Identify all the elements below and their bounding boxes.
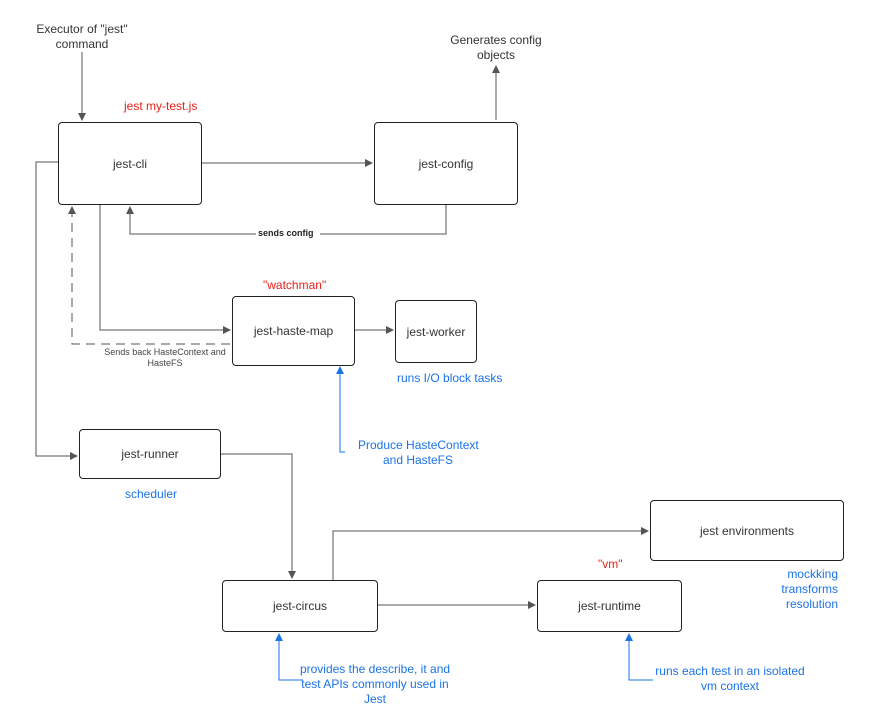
jest-cli-label: jest-cli [112,156,147,171]
vm-annotation: "vm" [598,557,623,571]
jest-runner-label: jest-runner [121,447,179,461]
env-note-2: transforms [781,582,838,596]
jest-runtime-node: jest-runtime [537,580,682,632]
sends-config-label: sends config [258,228,314,238]
watchman-annotation: "watchman" [263,278,327,292]
edge-runtime-note-to-runtime [625,633,653,681]
edge-cli-to-runner [35,161,78,460]
produce-annotation: Produce HasteContext and HasteFS [358,438,479,468]
jest-haste-map-label: jest-haste-map [253,324,334,338]
env-note-1: mockking [787,567,838,581]
sends-config-label-bg [256,227,320,241]
env-note-3: resolution [785,597,838,611]
sends-back-line-1: Sends back HasteContext and [104,347,226,357]
jest-config-label: jest-config [418,156,474,171]
jest-environments-label: jest environments [699,523,795,538]
edge-circus-note-to-circus [275,633,303,681]
circus-note-annotation: provides the describe, it and test APIs … [295,662,455,707]
jest-cli-node: jest-cli [58,122,202,205]
produce-line-1: Produce HasteContext [358,438,479,452]
jest-circus-label: jest-circus [272,599,327,613]
runtime-note-line-2: vm context [700,679,760,693]
executor-line-1: Executor of "jest" [36,22,128,36]
edge-cli-to-haste-map [99,205,231,334]
edge-circus-to-environments [332,527,649,580]
edge-haste-map-sends-back-to-cli [68,206,230,345]
jest-runtime-label: jest-runtime [578,599,641,613]
edge-produce-to-haste-map [336,366,345,453]
command-annotation: jest my-test.js [124,99,198,113]
generates-annotation: Generates config objects [436,33,556,63]
produce-line-2: and HasteFS [382,453,454,467]
sends-back-annotation: Sends back HasteContext and HasteFS [95,347,235,369]
jest-circus-node: jest-circus [222,580,378,632]
executor-line-2: command [55,37,109,51]
jest-environments-node: jest environments [650,500,844,561]
circus-note-line-3: Jest [363,692,386,706]
jest-worker-label: jest-worker [406,324,466,339]
jest-worker-node: jest-worker [395,300,477,363]
sends-back-line-2: HasteFS [147,358,183,368]
jest-config-node: jest-config [374,122,518,205]
jest-runner-node: jest-runner [79,429,221,479]
runtime-note-line-1: runs each test in an isolated [655,664,805,678]
generates-line-1: Generates config [450,33,542,47]
circus-note-line-1: provides the describe, it and [299,662,451,676]
runtime-note-annotation: runs each test in an isolated vm context [645,664,815,694]
env-notes-annotation: mockking transforms resolution [738,567,838,612]
circus-note-line-2: test APIs commonly used in [301,677,449,691]
generates-line-2: objects [476,48,516,62]
scheduler-annotation: scheduler [125,487,178,501]
jest-haste-map-node: jest-haste-map [232,296,355,366]
edge-runner-to-circus [221,453,296,579]
executor-annotation: Executor of "jest" command [22,22,142,52]
io-tasks-annotation: runs I/O block tasks [397,371,503,385]
